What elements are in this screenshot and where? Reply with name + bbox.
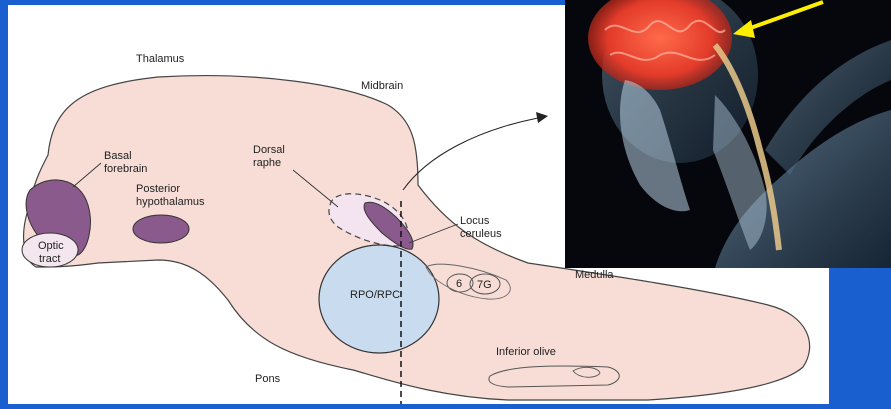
label-thalamus: Thalamus xyxy=(136,53,185,65)
label-inferior-olive: Inferior olive xyxy=(496,346,556,358)
label-basal-forebrain-2: forebrain xyxy=(104,163,147,175)
projection-arrow xyxy=(403,118,538,190)
label-locus-ceruleus-1: Locus xyxy=(460,215,490,227)
label-dorsal-raphe-2: raphe xyxy=(253,157,281,169)
label-posterior-hypothalamus-1: Posterior xyxy=(136,183,180,195)
label-rpo-rpc: RPO/RPC xyxy=(350,289,400,301)
label-nucleus-7g: 7G xyxy=(477,279,492,291)
label-locus-ceruleus-2: ceruleus xyxy=(460,228,502,240)
label-basal-forebrain-1: Basal xyxy=(104,150,132,162)
label-midbrain: Midbrain xyxy=(361,80,403,92)
label-nucleus-6: 6 xyxy=(456,278,462,290)
label-pons: Pons xyxy=(255,373,281,385)
label-medulla: Medulla xyxy=(575,269,614,281)
label-optic-tract-2: tract xyxy=(39,253,60,265)
label-posterior-hypothalamus-2: hypothalamus xyxy=(136,196,205,208)
posterior-hypothalamus-region xyxy=(133,215,189,243)
projection-arrowhead xyxy=(536,112,548,123)
label-dorsal-raphe-1: Dorsal xyxy=(253,144,285,156)
label-optic-tract-1: Optic xyxy=(38,240,64,252)
brain-photo xyxy=(565,0,891,268)
head-in-hands-illustration xyxy=(565,0,891,268)
